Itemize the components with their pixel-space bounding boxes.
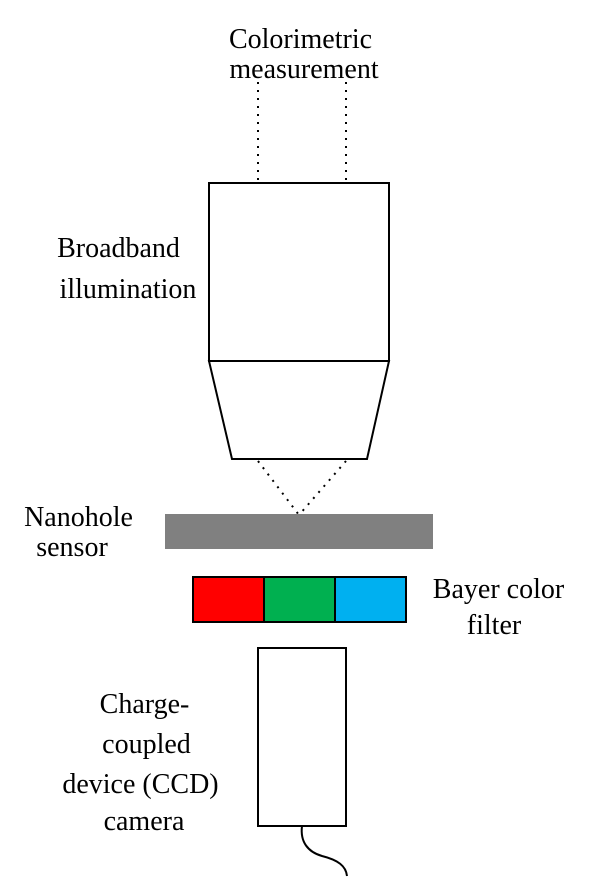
focus-cone-right — [298, 460, 347, 516]
broadband-label-line-2: illumination — [60, 274, 197, 305]
ccd-label: Charge- coupled device (CCD) camera — [62, 689, 225, 837]
bayer-label: Bayer color filter — [433, 574, 571, 641]
focus-cone-left — [257, 460, 300, 516]
broadband-label-line-1: Broadband — [57, 233, 180, 264]
bayer-filter-blue — [334, 576, 407, 623]
ccd-label-line-4: camera — [104, 806, 185, 837]
broadband-label: Broadband illumination — [57, 233, 196, 305]
objective-lens — [207, 360, 391, 460]
bayer-filter-red — [192, 576, 265, 623]
bayer-filter-green — [263, 576, 336, 623]
nanohole-label: Nanohole sensor — [24, 502, 140, 563]
nanohole-sensor — [165, 514, 433, 549]
camera-cable — [300, 825, 348, 877]
ccd-label-line-2: coupled — [102, 729, 191, 760]
colorimetric-label: Colorimetric measurement — [229, 24, 379, 85]
bayer-label-line-1: Bayer color — [433, 574, 565, 605]
illumination-body — [208, 182, 390, 362]
bayer-label-line-2: filter — [467, 610, 522, 641]
ccd-camera-body — [257, 647, 347, 827]
colorimetric-label-line-2: measurement — [229, 54, 378, 85]
nanohole-label-line-1: Nanohole — [24, 502, 133, 533]
ccd-label-line-1: Charge- — [100, 689, 190, 720]
ccd-label-line-3: device (CCD) — [62, 769, 218, 800]
colorimetric-label-line-1: Colorimetric — [229, 24, 372, 55]
nanohole-label-line-2: sensor — [36, 532, 108, 563]
